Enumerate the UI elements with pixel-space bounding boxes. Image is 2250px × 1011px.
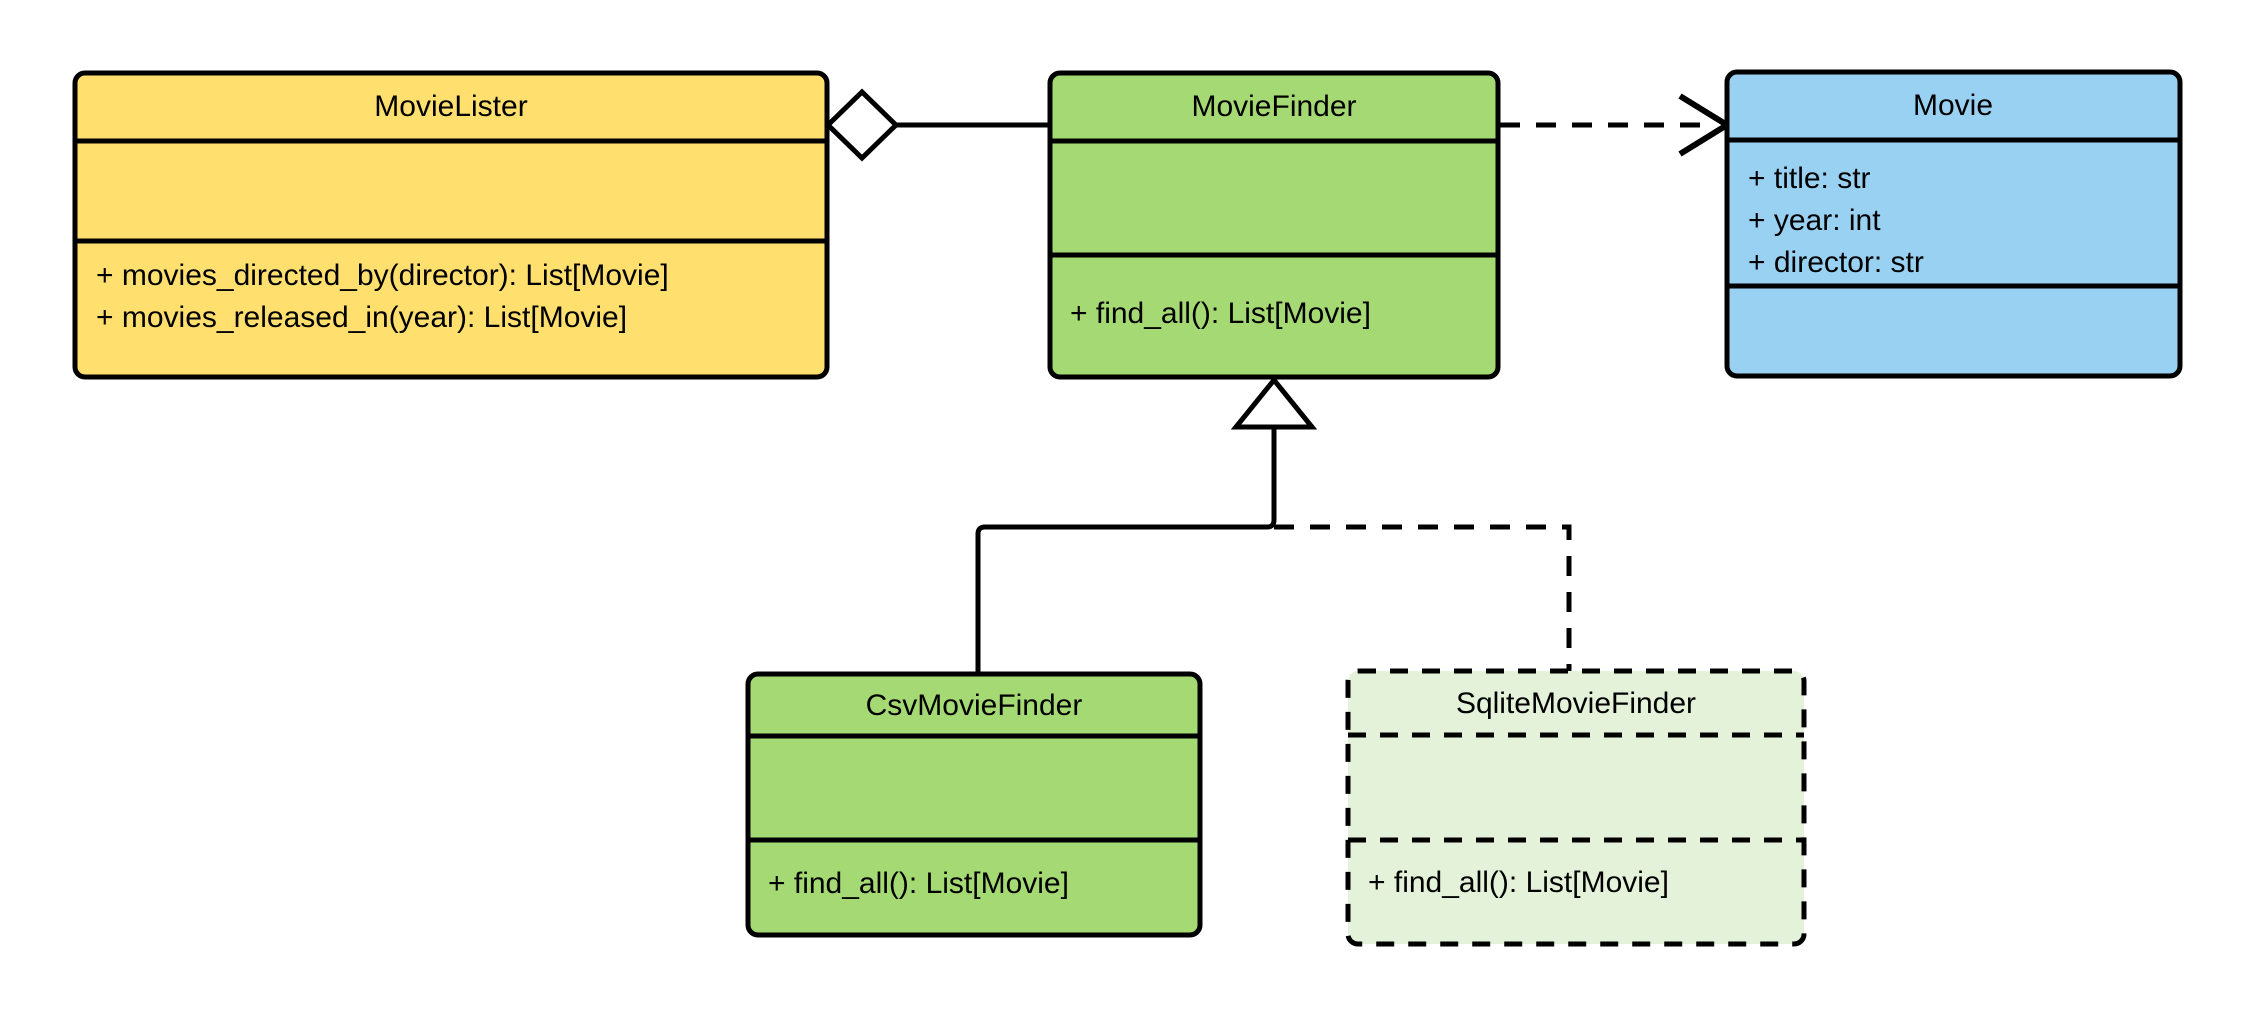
movie-finder-method-0: + find_all(): List[Movie] <box>1070 297 1371 330</box>
class-box-movie[interactable]: Movie + title: str + year: int + directo… <box>1724 69 2183 379</box>
csv-movie-finder-method-0: + find_all(): List[Movie] <box>768 867 1069 900</box>
movie-attribute-1: + year: int <box>1748 204 1881 237</box>
movie-lister-title: MovieLister <box>374 90 527 123</box>
hollow-triangle-icon <box>1230 376 1318 430</box>
movie-finder-title: MovieFinder <box>1191 90 1356 123</box>
relationship-lister-finder-aggregation <box>824 88 1050 162</box>
inheritance-line-csv <box>975 425 1277 674</box>
class-box-movie-lister[interactable]: MovieLister + movies_directed_by(directo… <box>72 70 830 380</box>
movie-lister-frame[interactable] <box>72 70 830 380</box>
movie-lister-method-0: + movies_directed_by(director): List[Mov… <box>96 259 669 292</box>
sqlite-movie-finder-frame[interactable] <box>1345 668 1807 947</box>
csv-movie-finder-frame[interactable] <box>745 671 1203 938</box>
sqlite-movie-finder-title: SqliteMovieFinder <box>1456 687 1696 720</box>
hollow-diamond-icon <box>824 88 900 162</box>
inheritance-triangle-group <box>1230 376 1318 430</box>
movie-title: Movie <box>1913 89 1993 122</box>
class-box-sqlite-movie-finder[interactable]: SqliteMovieFinder + find_all(): List[Mov… <box>1345 668 1807 947</box>
movie-attribute-0: + title: str <box>1748 162 1871 195</box>
class-box-csv-movie-finder[interactable]: CsvMovieFinder + find_all(): List[Movie] <box>745 671 1203 938</box>
movie-finder-frame[interactable] <box>1047 70 1501 380</box>
movie-frame[interactable] <box>1724 69 2183 379</box>
movie-lister-method-1: + movies_released_in(year): List[Movie] <box>96 301 627 334</box>
relationship-sqlite-finder-realization <box>1274 524 1572 671</box>
movie-attribute-2: + director: str <box>1748 246 1924 279</box>
inheritance-line-sqlite <box>1274 524 1572 671</box>
sqlite-movie-finder-method-0: + find_all(): List[Movie] <box>1368 866 1669 899</box>
relationship-csv-finder-realization <box>975 425 1277 674</box>
relationship-finder-movie-dependency <box>1500 93 1733 157</box>
csv-movie-finder-title: CsvMovieFinder <box>866 689 1083 722</box>
class-box-movie-finder[interactable]: MovieFinder + find_all(): List[Movie] <box>1047 70 1501 380</box>
